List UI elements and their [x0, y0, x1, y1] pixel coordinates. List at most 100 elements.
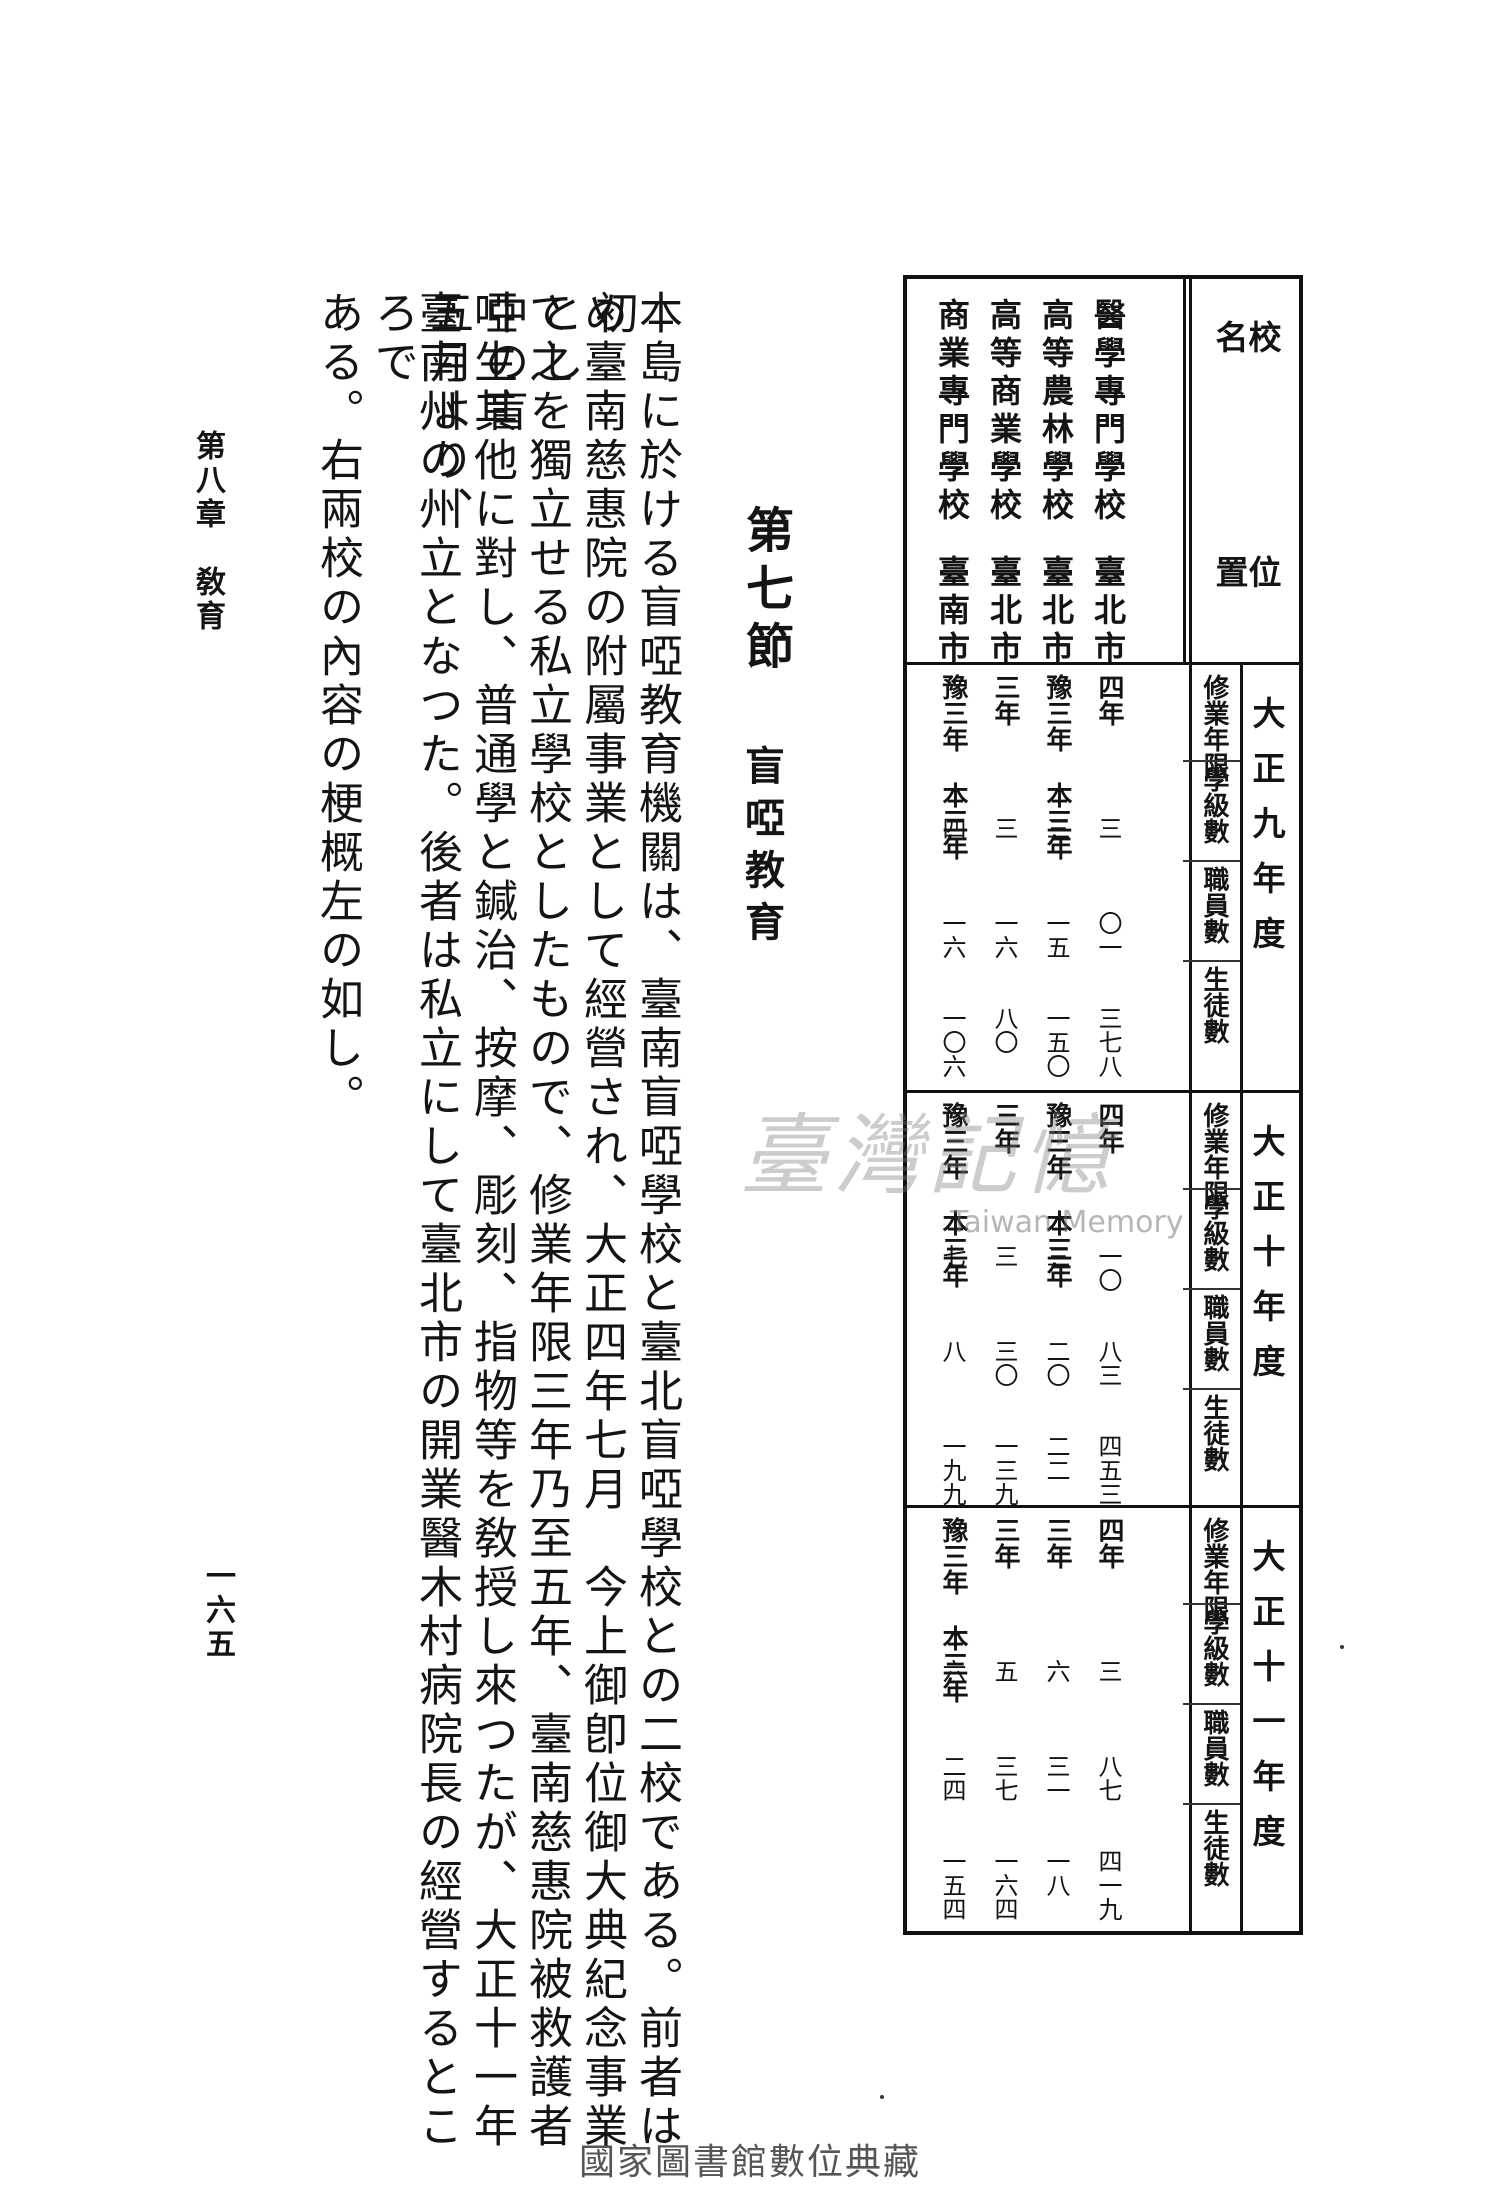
table-divider [903, 1090, 1303, 1093]
cell-period: 四年 [1094, 1102, 1124, 1154]
header-location: 位 置 [1210, 555, 1282, 681]
school-location: 臺北市 [1089, 555, 1127, 669]
watermark-subtitle: Taiwan Memory [950, 1205, 1184, 1240]
table-divider [1183, 275, 1186, 665]
school-name: 醫學專門學校 [1089, 298, 1127, 526]
table-divider [903, 1505, 1303, 1508]
running-head: 第八章 敎育 [190, 430, 225, 634]
cell-classes: 六 [938, 1659, 966, 1683]
watermark-logo: 臺灣記憶 [740, 1104, 1117, 1207]
cell-students: 一〇六 [938, 1006, 966, 1078]
cell-classes: 七 [938, 1244, 966, 1268]
header-school-name: 校 名 [1210, 320, 1282, 466]
footer-caption: 國家圖書館數位典藏 [578, 2142, 921, 2183]
cell-students: 一五〇 [1042, 1006, 1070, 1078]
subheader-divider [1183, 860, 1240, 862]
cell-students: 四一九 [1094, 1849, 1122, 1921]
table-divider [1240, 662, 1243, 1935]
body-line: め臺南慈惠院の附屬事業として經營され、大正四年七月 今上御卽位御大典紀念事業とし [532, 290, 627, 2152]
table-border [903, 275, 1303, 1935]
cell-classes: 三 [990, 1244, 1018, 1268]
cell-period: 三年 [990, 674, 1020, 726]
cell-staff: 〇一 [1094, 911, 1122, 959]
cell-students: 三七八 [1094, 1006, 1122, 1078]
cell-classes: 三 [1042, 1244, 1070, 1268]
cell-period: 豫三年 本三年 [938, 1517, 968, 1703]
body-line: ある。右兩校の內容の梗概左の如し。 [312, 290, 363, 1123]
cell-classes: 五 [990, 1659, 1018, 1683]
cell-staff: 八七 [1094, 1754, 1122, 1802]
cell-period: 三年 [1042, 1517, 1072, 1569]
year-title: 大正九年度 [1247, 696, 1286, 971]
cell-staff: 三七 [990, 1754, 1018, 1802]
cell-students: 一五四 [938, 1849, 966, 1921]
cell-staff: 二〇 [1042, 1339, 1070, 1387]
cell-classes: 一〇 [1094, 1244, 1122, 1292]
cell-classes: 六 [1042, 1659, 1070, 1683]
column-header: 生徒數 [1199, 966, 1229, 1044]
cell-staff: 一六 [990, 911, 1018, 959]
cell-classes: 三 [1042, 816, 1070, 840]
cell-students: 一八 [1042, 1849, 1070, 1897]
cell-period: 三年 [990, 1517, 1020, 1569]
body-line: 本島に於ける盲啞教育機關は、臺南盲啞學校と臺北盲啞學校との二校である。前者は初 [587, 290, 682, 2152]
column-header: 學級數 [1199, 766, 1229, 844]
school-name: 高等農林學校 [1037, 298, 1075, 526]
cell-students: 一六四 [990, 1849, 1018, 1921]
section-subtitle: 盲啞教育 [738, 745, 785, 953]
column-header: 職員數 [1199, 1294, 1229, 1372]
school-name: 高等商業學校 [985, 298, 1023, 526]
cell-staff: 三一 [1042, 1754, 1070, 1802]
cell-staff: 三〇 [990, 1339, 1018, 1387]
subheader-divider [1183, 1703, 1240, 1705]
cell-students: 一九九 [938, 1434, 966, 1506]
cell-staff: 二四 [938, 1754, 966, 1802]
column-header: 學級數 [1199, 1194, 1229, 1272]
year-title: 大正十一年度 [1247, 1539, 1286, 1869]
speck [1340, 1645, 1344, 1649]
cell-period: 四年 [1094, 1517, 1124, 1569]
body-line: 臺南州の州立となつた。後者は私立にして臺北市の開業醫木村病院長の經營するところで [367, 290, 462, 2152]
cell-staff: 一六 [938, 911, 966, 959]
column-header: 學級數 [1199, 1609, 1229, 1687]
column-header: 職員數 [1199, 1709, 1229, 1787]
page-number: 一六五 [200, 1560, 235, 1662]
cell-students: 二二 [1042, 1434, 1070, 1482]
subheader-divider [1183, 1803, 1240, 1805]
column-header: 生徒數 [1199, 1394, 1229, 1472]
cell-staff: 八 [938, 1339, 966, 1363]
column-header: 職員數 [1199, 866, 1229, 944]
year-title: 大正十年度 [1247, 1124, 1286, 1399]
subheader-divider [1183, 760, 1240, 762]
subheader-divider [1183, 1188, 1240, 1190]
subheader-divider [1183, 960, 1240, 962]
cell-period: 豫三年 本三年 [1042, 1102, 1072, 1288]
cell-period: 豫三年 本三年 [1042, 674, 1072, 860]
school-location: 臺北市 [1037, 555, 1075, 669]
cell-students: 一三九 [990, 1434, 1018, 1506]
cell-staff: 一五 [1042, 911, 1070, 959]
cell-classes: 三 [990, 816, 1018, 840]
column-header: 生徒數 [1199, 1809, 1229, 1887]
school-name: 商業專門學校 [933, 298, 971, 526]
speck [880, 2095, 884, 2099]
cell-classes: 三 [1094, 816, 1122, 840]
body-line: て之を獨立せる私立學校としたもので、修業年限三年乃至五年、臺南慈惠院被救護者中の… [477, 290, 572, 2152]
cell-students: 四五三 [1094, 1434, 1122, 1506]
cell-period: 豫三年 本三年 [938, 1102, 968, 1288]
subheader-divider [1183, 1388, 1240, 1390]
subheader-divider [1183, 1288, 1240, 1290]
cell-period: 豫三年 本三年 [938, 674, 968, 860]
cell-period: 三年 [990, 1102, 1020, 1154]
cell-staff: 八三 [1094, 1339, 1122, 1387]
school-location: 臺北市 [985, 555, 1023, 669]
section-title: 第七節 [737, 505, 793, 679]
cell-students: 八〇 [990, 1006, 1018, 1054]
cell-period: 四年 [1094, 674, 1124, 726]
subheader-divider [1183, 1603, 1240, 1605]
body-line: 啞生其他に對し、普通學と鍼治、按摩、彫刻、指物等を敎授し來つたが、大正十一年五月… [422, 290, 517, 2152]
cell-classes: 三 [1094, 1659, 1122, 1683]
school-location: 臺南市 [933, 555, 971, 669]
table-divider [903, 662, 1303, 665]
cell-classes: 四 [938, 816, 966, 840]
